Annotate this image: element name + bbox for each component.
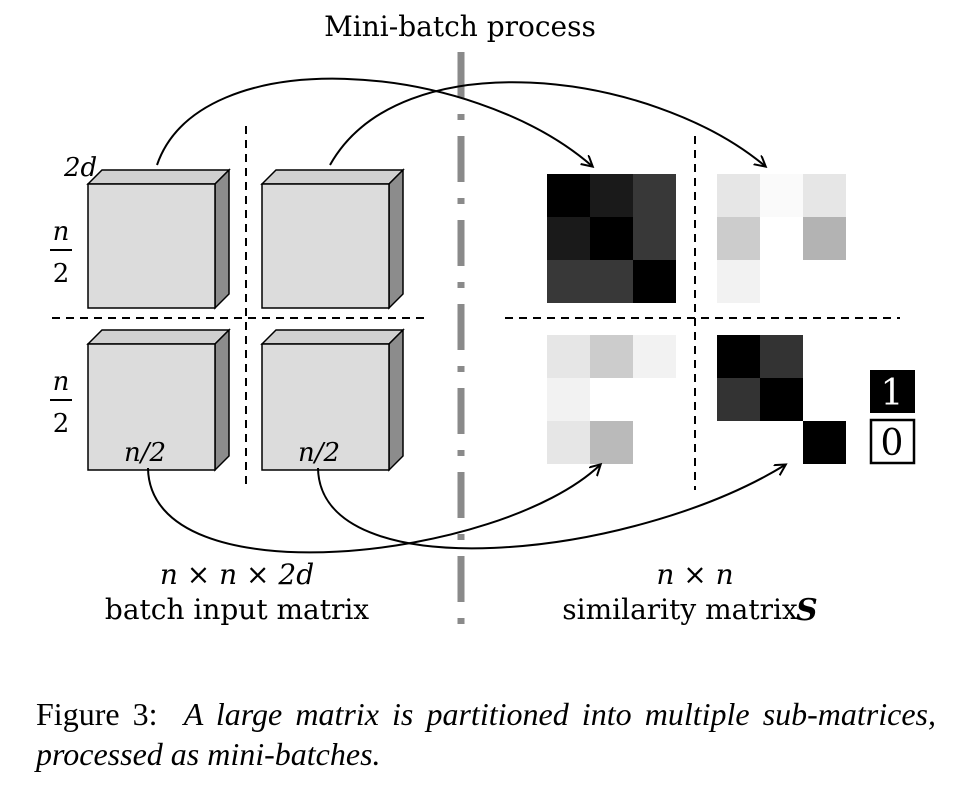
legend: 1 0 [869,370,916,465]
similarity-cell-bottom-right-r1-c1 [760,378,803,421]
similarity-cell-top-left-r1-c2 [633,217,676,260]
arrow-bottom-left-to-bottom-left [147,465,600,554]
similarity-cell-bottom-right-r1-c2 [803,378,846,421]
input-block-bottom-right [260,328,405,472]
similarity-cell-top-left-r2-c2 [633,260,676,303]
row-label-top-numerator: n [53,217,70,247]
output-name-label: similarity matrix [562,593,798,626]
similarity-cell-bottom-left-r2-c0 [547,421,590,464]
similarity-cell-top-left-r2-c0 [547,260,590,303]
figure-caption: Figure 3: A large matrix is partitioned … [36,694,936,774]
legend-low-label: 0 [881,423,904,464]
similarity-cell-bottom-left-r0-c0 [547,335,590,378]
diagram: Mini-batch process 2d n 2 n 2 n/2 n [50,10,916,640]
input-block-top-left [86,168,231,310]
similarity-cell-top-left-r1-c0 [547,217,590,260]
input-block-top-right [260,168,405,310]
row-label-bottom-numerator: n [53,367,70,397]
similarity-cell-bottom-right-r0-c0 [717,335,760,378]
input-block-bottom-left [86,328,231,472]
similarity-cell-top-left-r0-c0 [547,174,590,217]
similarity-cell-bottom-left-r2-c2 [633,421,676,464]
similarity-cell-top-right-r2-c2 [803,260,846,303]
row-label-top: n 2 [50,217,72,289]
similarity-cell-top-left-r0-c2 [633,174,676,217]
similarity-cell-bottom-left-r0-c1 [590,335,633,378]
similarity-cell-bottom-right-r1-c0 [717,378,760,421]
diagram-title: Mini-batch process [324,10,596,43]
col-label-right: n/2 [298,438,340,468]
similarity-cell-top-right-r0-c1 [760,174,803,217]
similarity-cell-top-right-r1-c0 [717,217,760,260]
similarity-cell-top-left-r1-c1 [590,217,633,260]
similarity-cell-top-left-r0-c1 [590,174,633,217]
similarity-matrix [547,174,846,464]
caption-prefix: Figure 3: [36,696,158,732]
similarity-symbol: S [796,593,818,628]
similarity-cell-bottom-left-r2-c1 [590,421,633,464]
arrow-top-right-to-top-right [329,81,765,166]
similarity-cell-bottom-right-r0-c1 [760,335,803,378]
similarity-cell-bottom-left-r1-c0 [547,378,590,421]
output-dims-label: n × n [656,558,733,591]
row-label-top-denominator: 2 [53,259,70,289]
similarity-cell-bottom-left-r1-c2 [633,378,676,421]
caption-text: A large matrix is partitioned into multi… [36,696,937,772]
similarity-cell-bottom-right-r2-c1 [760,421,803,464]
similarity-cell-top-right-r1-c2 [803,217,846,260]
similarity-cell-top-right-r2-c1 [760,260,803,303]
similarity-cell-top-left-r2-c1 [590,260,633,303]
arrow-bottom-right-to-bottom-right [317,465,785,550]
similarity-cell-bottom-right-r2-c2 [803,421,846,464]
similarity-cell-top-right-r2-c0 [717,260,760,303]
similarity-cell-bottom-right-r2-c0 [717,421,760,464]
input-dims-label: n × n × 2d [160,558,314,591]
similarity-cell-top-right-r0-c0 [717,174,760,217]
col-label-left: n/2 [124,438,166,468]
depth-label: 2d [63,153,97,183]
input-name-label: batch input matrix [105,593,369,626]
similarity-cell-bottom-left-r1-c1 [590,378,633,421]
similarity-cell-top-right-r1-c1 [760,217,803,260]
legend-high-label: 1 [881,373,904,414]
row-label-bottom-denominator: 2 [53,409,70,439]
row-label-bottom: n 2 [50,367,72,439]
arrow-top-left-to-top-left [156,77,592,166]
similarity-cell-bottom-left-r0-c2 [633,335,676,378]
similarity-cell-top-right-r0-c2 [803,174,846,217]
similarity-cell-bottom-right-r0-c2 [803,335,846,378]
